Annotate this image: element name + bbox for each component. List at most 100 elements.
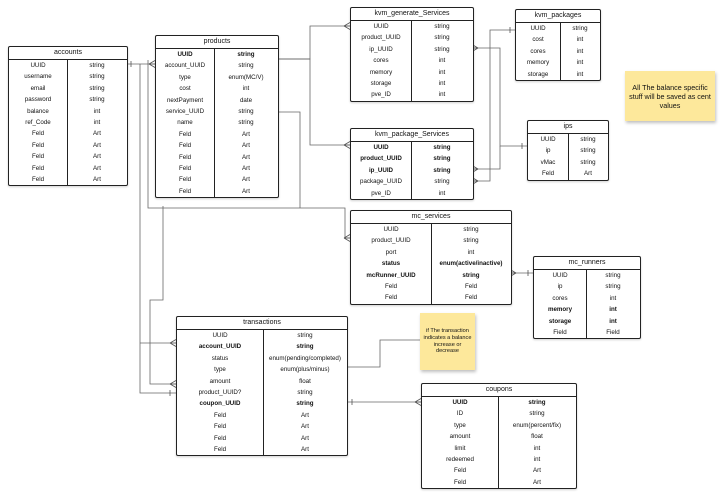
field-name: storage [548,317,572,325]
note-transaction-balance[interactable]: if The transaction indicates a balance i… [420,313,475,370]
field-type: int [242,85,250,93]
table-row[interactable]: product_UUID?string [177,387,347,398]
field-type: Field [606,328,620,336]
field-name: limit [454,444,466,452]
rel-products-service [277,111,301,208]
note-cent-values[interactable]: All The balance specific stuff will be s… [625,71,715,121]
field-name: type [214,366,226,374]
table-title: kvm_generate_Services [351,8,473,21]
field-name: pve_ID [371,189,391,197]
field-name: Feld [384,282,398,290]
field-type: string [434,23,450,30]
field-name: port [385,248,397,256]
